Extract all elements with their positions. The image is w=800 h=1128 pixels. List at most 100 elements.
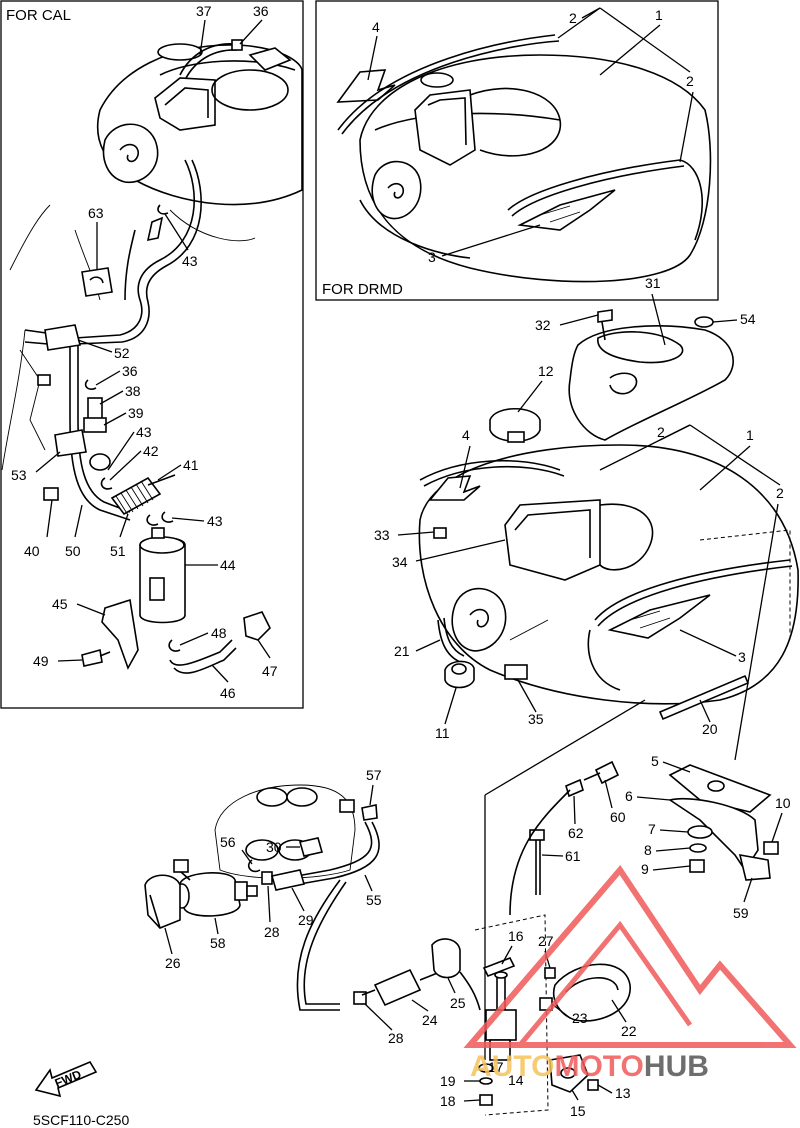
callout-17: 17 [488, 1059, 504, 1075]
callout-2-right: 2 [776, 485, 784, 501]
cal-tank-recess [211, 69, 289, 111]
cal-holder-52 [44, 324, 81, 351]
callout-27: 27 [538, 933, 554, 949]
inset-cal-label: FOR CAL [6, 7, 71, 24]
cal-clip-43b [146, 514, 159, 526]
callout-24: 24 [422, 1012, 438, 1028]
watermark-part2: MOTO [554, 1050, 643, 1083]
damper-7 [687, 825, 713, 839]
connector [173, 859, 189, 873]
diagram-code: 5SCF110-C250 [33, 1112, 129, 1128]
cal-swirl [119, 143, 139, 163]
cal-clip-36b [84, 379, 97, 390]
inset-for-drmd: FOR DRMD 1 2 2 4 3 [315, 0, 719, 301]
inset-drmd-label: FOR DRMD [322, 281, 403, 298]
callout-44: 44 [220, 557, 236, 573]
callout-25: 25 [450, 995, 466, 1011]
cal-bolt-40 [43, 487, 59, 501]
cal-callouts: 37 36 63 43 52 36 38 39 43 42 41 53 43 4… [11, 3, 278, 701]
callout-45: 45 [52, 596, 68, 612]
callout-2: 2 [657, 424, 665, 440]
lower-assembly: 5 6 7 8 9 10 59 60 62 61 16 27 23 22 14 … [440, 753, 791, 1119]
pump-58 [174, 872, 258, 917]
callout-48: 48 [211, 625, 227, 641]
forward-arrow-icon: FWD [34, 1060, 98, 1098]
callout-57: 57 [366, 767, 382, 783]
cal-leader-lines [35, 19, 271, 683]
inset-for-cal: FOR CAL [0, 0, 304, 709]
callout-54: 54 [740, 311, 756, 327]
callout-8: 8 [644, 842, 652, 858]
callout-43-right: 43 [207, 513, 223, 529]
cal-filler-box [154, 77, 216, 131]
callout-4: 4 [462, 427, 470, 443]
callout-61: 61 [565, 848, 581, 864]
bolt-62 [565, 778, 584, 798]
cal-bracket-top [248, 47, 292, 71]
tank-filler-box [504, 499, 601, 581]
bolt-27 [544, 967, 556, 979]
callout-23: 23 [572, 1010, 588, 1026]
cal-spring-hose-51 [110, 476, 162, 516]
holder-25 [431, 938, 461, 979]
cal-grommet-39 [89, 453, 111, 471]
hose-21 [437, 619, 461, 663]
callout-50: 50 [65, 543, 81, 559]
callout-56: 56 [220, 834, 236, 850]
pump-assembly: 57 56 30 55 29 28 58 26 25 24 28 [144, 767, 481, 1046]
svg-text:AUTOMOTOHUB: AUTOMOTOHUB [470, 1050, 709, 1083]
cal-tank-ridge [159, 60, 296, 76]
tank-face [451, 587, 507, 652]
callout-43-mid: 43 [136, 424, 152, 440]
callout-10: 10 [775, 795, 791, 811]
callout-28-lower: 28 [388, 1030, 404, 1046]
callout-43-top: 43 [182, 253, 198, 269]
inset-drmd-border [315, 0, 719, 301]
callout-28-upper: 28 [264, 924, 280, 940]
bracket-26 [144, 874, 181, 929]
gasket-16 [482, 956, 516, 978]
callout-34: 34 [392, 554, 408, 570]
callout-2-drmd-right: 2 [686, 73, 694, 89]
callout-19: 19 [440, 1073, 456, 1089]
callout-39: 39 [128, 405, 144, 421]
tank-stripe [594, 559, 791, 621]
callout-55: 55 [366, 892, 382, 908]
callout-46: 46 [220, 685, 236, 701]
fuel-line [296, 879, 341, 1011]
cal-damper-47 [243, 611, 271, 641]
tank-cover-31 [568, 325, 734, 441]
callout-30: 30 [266, 839, 282, 855]
cal-clamp-36 [231, 39, 243, 51]
watermark-part1: AUTO [470, 1050, 554, 1083]
watermark-logo: AUTOMOTOHUB [463, 865, 797, 1083]
callout-4-drmd: 4 [372, 19, 380, 35]
callout-15: 15 [570, 1103, 586, 1119]
callout-36-top: 36 [253, 3, 269, 19]
cal-vent-hose [74, 159, 195, 339]
callout-1-drmd: 1 [655, 7, 663, 23]
cal-hose-37 [179, 43, 236, 76]
cal-clip-43a [100, 477, 113, 490]
main-fuel-tank: 1 2 2 3 4 12 31 32 33 34 54 21 11 35 20 [374, 275, 799, 1060]
bolt-9 [689, 859, 705, 873]
callout-52: 52 [114, 345, 130, 361]
callout-1: 1 [746, 427, 754, 443]
watermark-triangle-icon [463, 865, 797, 1048]
callout-37: 37 [196, 3, 212, 19]
callout-36-mid: 36 [122, 363, 138, 379]
washer-17 [478, 1063, 494, 1073]
drmd-stripe-2 [507, 159, 703, 241]
grommet-54 [694, 316, 714, 328]
clip-28-upper [261, 871, 273, 885]
cal-holder-53 [54, 429, 87, 457]
cal-hose-50 [69, 340, 131, 521]
drmd-cap-seat [420, 72, 454, 88]
callout-5: 5 [651, 753, 659, 769]
collar-8 [689, 843, 707, 853]
callout-20: 20 [702, 721, 718, 737]
damper-35 [504, 664, 528, 680]
callout-35: 35 [528, 711, 544, 727]
callout-3-drmd: 3 [428, 249, 436, 265]
